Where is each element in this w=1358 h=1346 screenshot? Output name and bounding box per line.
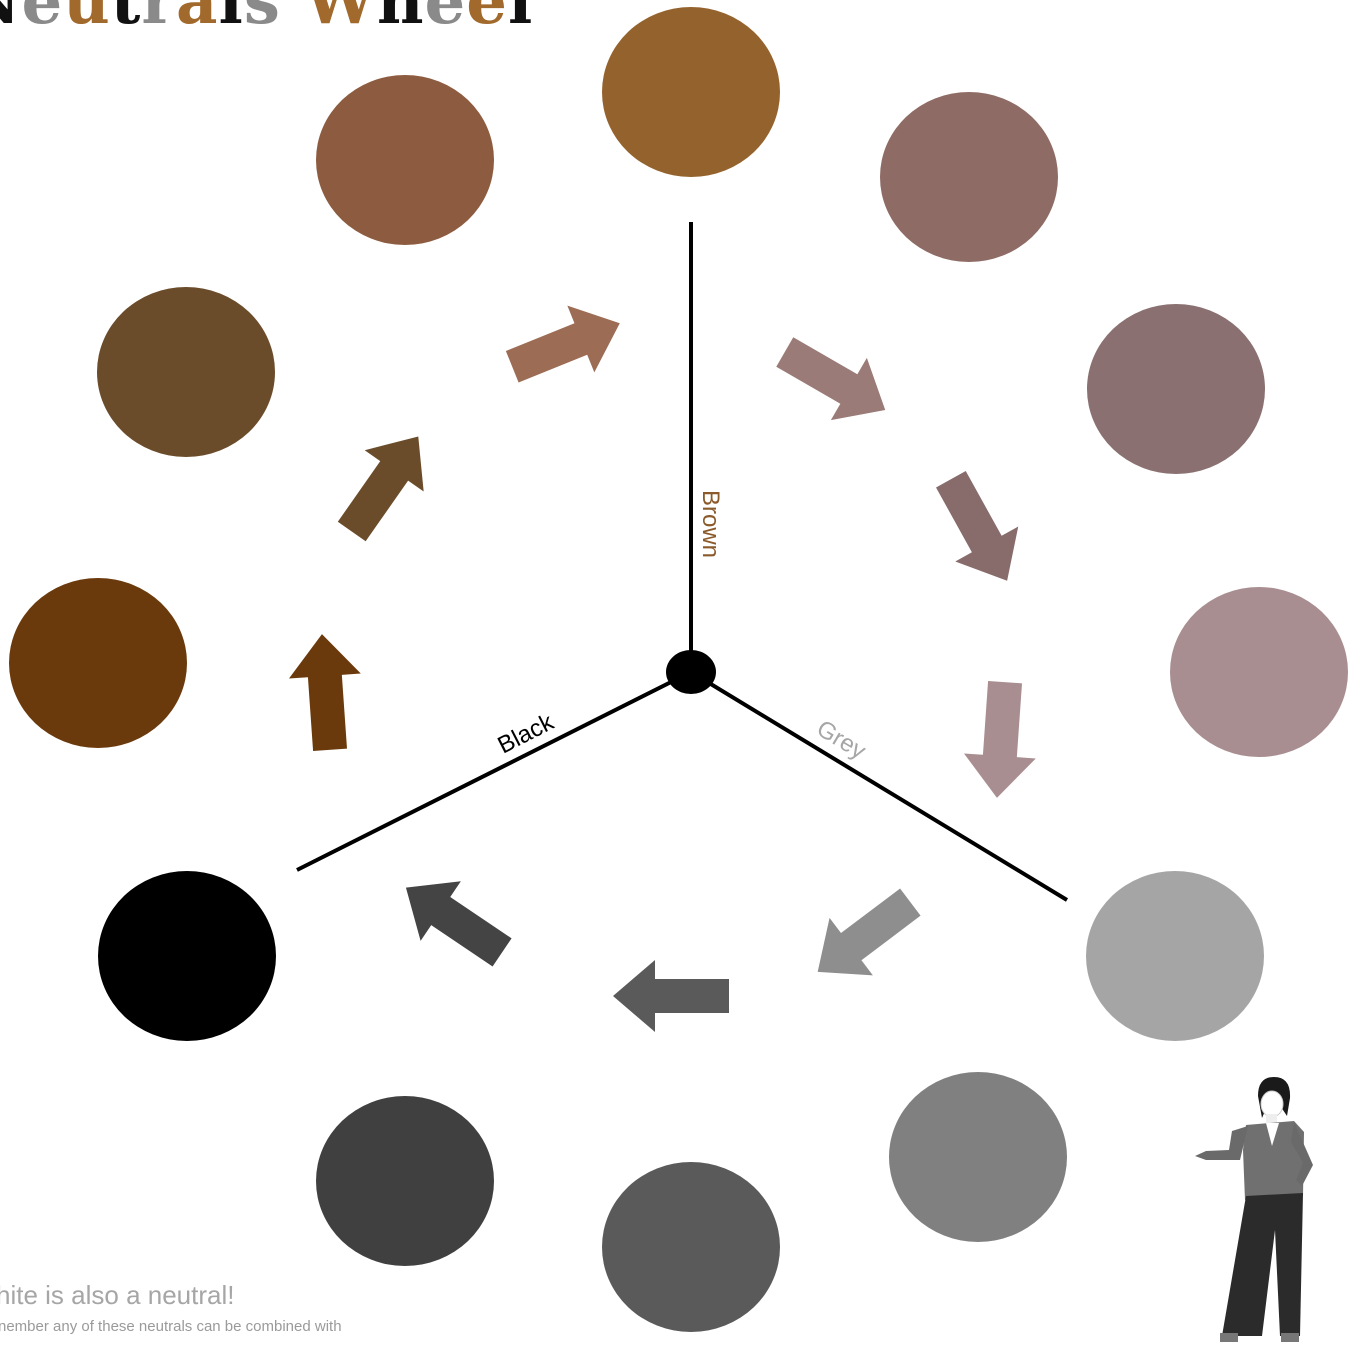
swatch-grey-2 <box>1086 871 1264 1041</box>
center-hub <box>666 650 716 694</box>
arrow-tan-right <box>499 290 634 400</box>
swatch-brown-1 <box>602 7 780 177</box>
title-letter: W <box>304 0 377 39</box>
page-title: Neutrals Wheel <box>0 0 533 34</box>
swatch-mauve-1 <box>1170 587 1348 757</box>
swatch-mauve-2 <box>1087 304 1265 474</box>
swatch-charcoal-1 <box>316 1096 494 1266</box>
title-letter: r <box>141 0 176 39</box>
title-letter: a <box>176 0 218 39</box>
swatch-black <box>98 871 276 1041</box>
axis-label-black: Black <box>493 708 558 759</box>
swatch-grey-1 <box>889 1072 1067 1242</box>
swatch-charcoal-2 <box>602 1162 780 1332</box>
arrow-dark-grey-left <box>613 960 729 1032</box>
arrow-mauve-down-2 <box>919 462 1038 598</box>
arrow-mauve-down-3 <box>961 680 1041 801</box>
figure-trousers <box>1222 1193 1303 1336</box>
title-letter: t <box>111 0 142 39</box>
figure-neck <box>1266 1114 1277 1124</box>
note-body: nember any of these neutrals can be comb… <box>0 1318 342 1335</box>
figure-pointing-arm <box>1195 1126 1248 1160</box>
title-letter: l <box>219 0 244 39</box>
title-letter: N <box>0 0 22 39</box>
title-letter: h <box>377 0 425 39</box>
title-letter: s <box>244 0 281 39</box>
title-space <box>281 0 304 39</box>
swatch-brown-3 <box>97 287 275 457</box>
arrow-charcoal-up <box>386 858 522 983</box>
arrow-grey-left <box>796 873 932 1000</box>
title-letter: e <box>22 0 64 39</box>
arrow-brown-up <box>286 632 366 753</box>
arrow-dark-tan-up <box>322 416 448 552</box>
title-letter: e <box>425 0 467 39</box>
arrow-mauve-down-1 <box>767 321 903 441</box>
title-letter: l <box>508 0 533 39</box>
axes-group <box>297 222 1067 900</box>
swatch-mauve-3 <box>880 92 1058 262</box>
title-letter: e <box>466 0 508 39</box>
axis-label-brown: Brown <box>697 490 724 558</box>
title-letter: u <box>63 0 111 39</box>
arrow-group <box>286 290 1041 1032</box>
presenter-figure <box>1195 1077 1313 1342</box>
axis-black <box>297 672 691 870</box>
note-heading: hite is also a neutral! <box>0 1280 234 1311</box>
swatch-brown-2 <box>316 75 494 245</box>
figure-shoe-left <box>1220 1333 1238 1342</box>
axis-label-grey: Grey <box>812 715 870 765</box>
figure-shoe-right <box>1281 1333 1299 1342</box>
swatch-brown-4 <box>9 578 187 748</box>
figure-face <box>1261 1091 1283 1117</box>
